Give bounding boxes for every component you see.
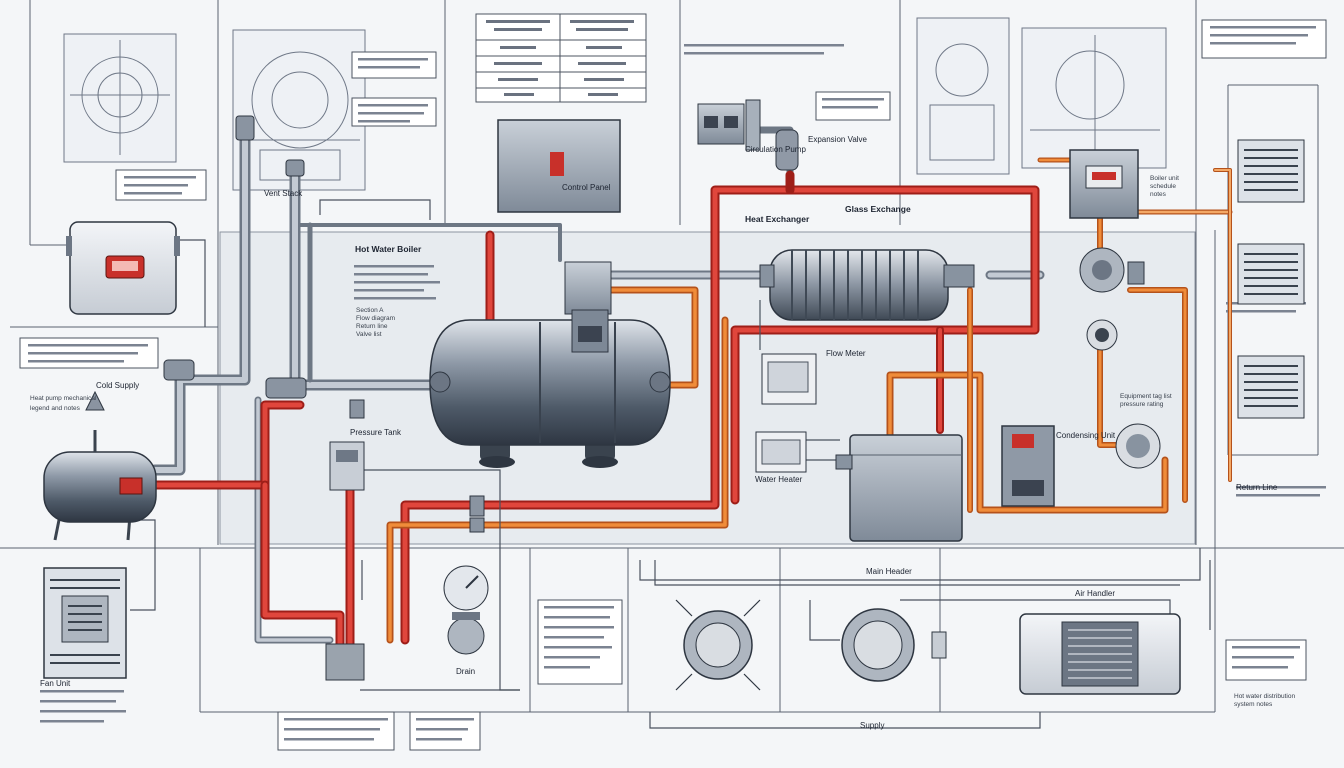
valve-assembly-top	[697, 99, 799, 171]
label-flow-meter: Flow Meter	[826, 349, 866, 358]
spec-table-top	[475, 13, 647, 103]
note-scribbles	[28, 26, 1326, 741]
note-block-2: Boiler unit schedule notes	[1150, 175, 1179, 198]
pump-units	[675, 599, 947, 691]
label-condensing-unit: Condensing Unit	[1056, 431, 1116, 440]
label-main-header: Main Header	[866, 567, 912, 576]
note-block-3: Equipment tag list pressure rating	[1120, 393, 1172, 408]
louvered-units-right	[1237, 139, 1305, 419]
gauge-panel	[329, 353, 817, 491]
svg-text:system notes: system notes	[1234, 701, 1273, 708]
air-handler	[1019, 613, 1181, 695]
hot-pipes	[150, 170, 1040, 655]
label-pressure-tank: Pressure Tank	[350, 428, 402, 437]
label-drain: Drain	[456, 667, 475, 676]
signal-wires	[125, 199, 1211, 729]
warm-pipes	[386, 157, 1233, 644]
control-cabinet-left	[66, 221, 180, 315]
expansion-valve	[1079, 247, 1145, 351]
svg-text:Boiler unit: Boiler unit	[1150, 175, 1179, 182]
svg-text:Hot water distribution: Hot water distribution	[1234, 693, 1295, 700]
table-cell-text	[486, 20, 634, 96]
label-supply: Supply	[860, 721, 884, 730]
note-block-4: Hot water distribution system notes	[1234, 693, 1295, 708]
water-heater	[835, 434, 963, 542]
label-hot-water-boiler: Hot Water Boiler	[355, 244, 422, 254]
label-return-line: Return Line	[1236, 483, 1278, 492]
hot-water-boiler	[43, 390, 157, 541]
label-expansion-valve: Expansion Valve	[808, 135, 868, 144]
label-glass-exchange: Glass Exchange	[845, 204, 911, 214]
condensing-unit	[1001, 423, 1161, 507]
pipe-fittings	[163, 115, 485, 533]
note-block-1: Section A Flow diagram Return line Valve…	[356, 307, 395, 338]
control-panel-top	[497, 119, 621, 213]
svg-text:pressure rating: pressure rating	[1120, 401, 1164, 408]
label-water-heater: Water Heater	[755, 475, 803, 484]
thermostat-unit	[1069, 149, 1139, 219]
label-control-panel: Control Panel	[562, 183, 611, 192]
svg-text:Section A: Section A	[356, 307, 384, 314]
bottom-valves	[325, 565, 489, 681]
svg-text:Valve list: Valve list	[356, 331, 382, 338]
label-cold-supply: Cold Supply	[96, 381, 139, 390]
blueprint-drawings	[63, 17, 1167, 191]
heat-exchanger	[759, 249, 975, 321]
svg-text:Flow diagram: Flow diagram	[356, 315, 395, 322]
label-air-handler: Air Handler	[1075, 589, 1115, 598]
label-vent-stack: Vent Stack	[264, 189, 303, 198]
svg-text:Equipment tag list: Equipment tag list	[1120, 393, 1172, 400]
svg-text:legend and notes: legend and notes	[30, 405, 81, 412]
note-block-0: Heat pump mechanical legend and notes	[30, 395, 97, 412]
pressure-tank	[429, 261, 671, 468]
label-heat-exchanger: Heat Exchanger	[745, 214, 810, 224]
label-fan-unit: Fan Unit	[40, 679, 71, 688]
frame-lines	[0, 0, 1344, 713]
fan-unit	[43, 567, 127, 679]
svg-text:Return line: Return line	[356, 323, 388, 330]
svg-text:notes: notes	[1150, 191, 1167, 198]
label-circulation-pump: Circulation Pump	[745, 145, 806, 154]
svg-text:Heat pump mechanical: Heat pump mechanical	[30, 395, 97, 402]
svg-text:schedule: schedule	[1150, 183, 1176, 190]
